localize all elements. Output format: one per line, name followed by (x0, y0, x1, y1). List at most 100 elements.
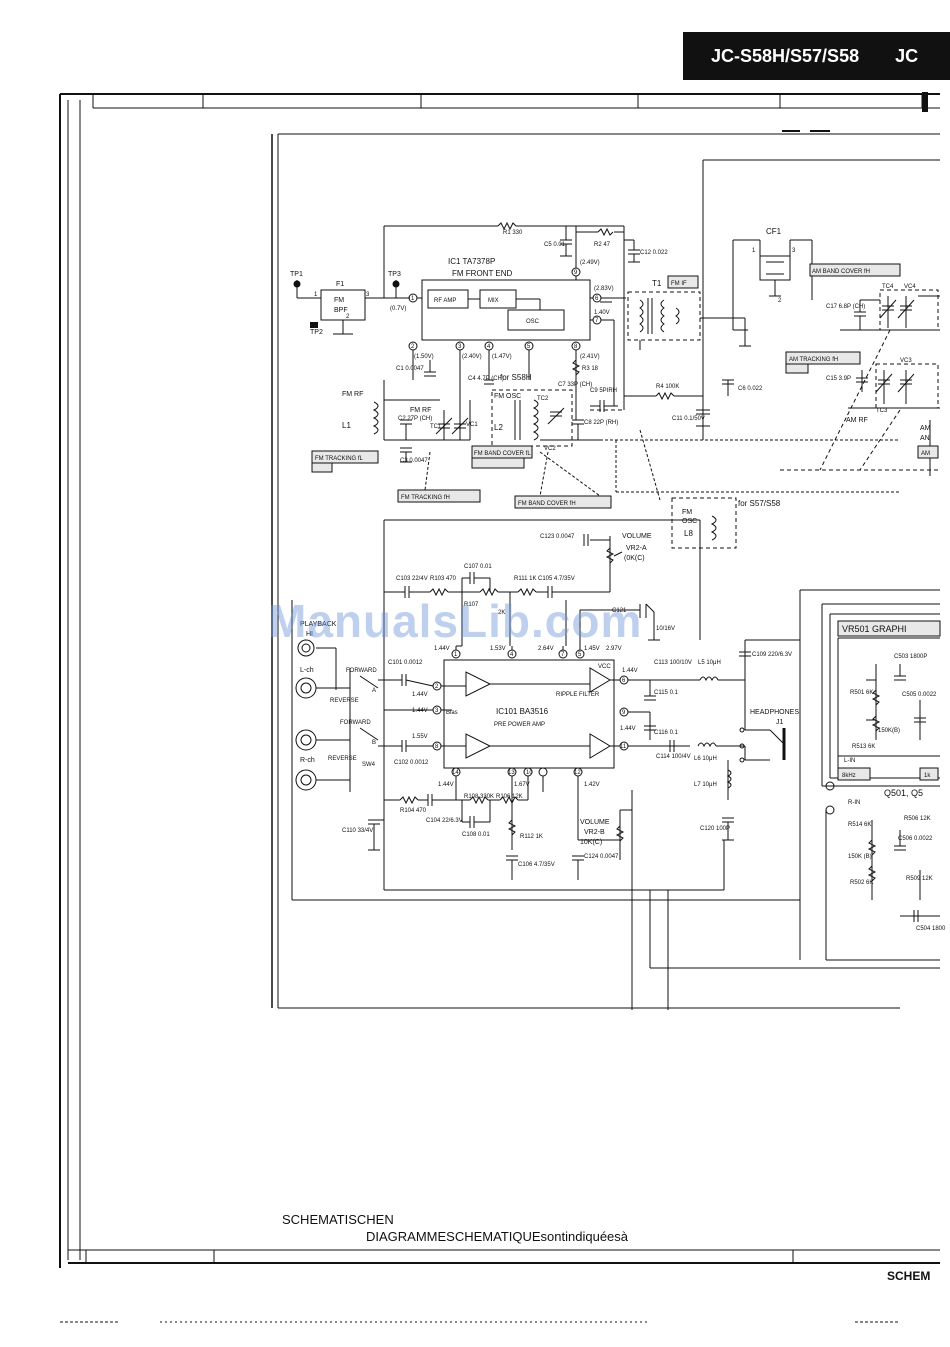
playback-rch: R-ch (300, 757, 315, 764)
fm-rf-label-2: FM RF (410, 407, 431, 414)
part-c5: C5 0.01 (544, 242, 566, 248)
tp2-label: TP2 (310, 329, 323, 336)
part-c6: C6 0.022 (738, 386, 763, 392)
am-vc4: VC4 (904, 284, 916, 290)
eq-c505: C505 0.0022 (902, 692, 937, 698)
headphones-ref: J1 (776, 719, 784, 726)
ic101-pin-10: 10 (526, 770, 533, 776)
tag-am-band-cover-fh: AM BAND COVER fH (812, 269, 870, 275)
ic1-block-osc: OSC (526, 319, 540, 325)
fm-osc-label: FM OSC (494, 393, 521, 400)
playback-title: PLAYBACK (300, 621, 337, 628)
ic101-pin-11: 11 (620, 744, 627, 750)
am-rf-label: AM RF (846, 417, 868, 424)
ic101-voltage-3: 1.44V (412, 708, 428, 714)
ic101-pin-9: 9 (622, 710, 626, 716)
ic1-block-mix: MIX (488, 298, 499, 304)
ic101-ref: IC101 BA3516 (496, 707, 549, 716)
part-r104: R104 470 (400, 808, 427, 814)
part-c3: C3 0.0047 (400, 458, 428, 464)
eq-c504: C504 1800 (916, 926, 946, 932)
footer-line-1: SCHEMATISCHEN (282, 1212, 394, 1227)
eq-transistors: Q501, Q5 (884, 788, 923, 798)
ic1-pin-8: 8 (574, 344, 578, 350)
ic1-block-rf-amp: RF AMP (434, 298, 456, 304)
filter-name-1: FM (334, 297, 344, 304)
ic101-pin-2: 2 (435, 684, 439, 690)
part-2k: 2K (498, 610, 505, 616)
part-c109: C109 220/6.3V (752, 652, 792, 658)
ic101-voltage-2: 1.44V (412, 692, 428, 698)
ic101-pin-6: 6 (622, 678, 626, 684)
cf1-pin-2: 2 (778, 298, 782, 304)
ic1-voltage-pin7: 1.40V (594, 310, 610, 316)
ic1-pin-9: 9 (574, 270, 578, 276)
part-c107: C107 0.01 (464, 564, 492, 570)
part-c1: C1 0.0047 (396, 366, 424, 372)
part-c123: C123 0.0047 (540, 534, 575, 540)
part-c11: C11 0.1/50V (672, 416, 705, 422)
part-c113: C113 100/10V (654, 660, 692, 666)
tag-fm-tracking-fl: FM TRACKING fL (315, 456, 364, 462)
ic1-voltage-pin1: (0.7V) (390, 306, 406, 312)
filter-pin-2: 2 (346, 314, 350, 320)
playback-forward-r: FORWARD (340, 720, 371, 726)
cf1-pin-1: 1 (752, 248, 756, 254)
am-label: AM (920, 425, 931, 432)
ic101-voltage-vcc: 2.97V (606, 646, 622, 652)
ic1-voltage-pin3: (2.40V) (462, 354, 482, 360)
ic1-pin-6: 6 (595, 296, 599, 302)
ic101-pin-1: 1 (454, 652, 458, 658)
an-label: AN (920, 435, 930, 442)
varicap-vc1: VC1 (466, 422, 478, 428)
part-c120: C120 100P (700, 826, 730, 832)
ic101-block-bias: Bias (446, 710, 458, 716)
ic101-title: PRE POWER AMP (494, 722, 545, 728)
ic101-pin-4: 4 (510, 652, 514, 658)
ic101-voltage-11: 1.44V (620, 726, 636, 732)
part-c124: C124 0.0047 (584, 854, 619, 860)
part-c7: C7 33P (CH) (558, 382, 592, 388)
playback-label-a: A (372, 688, 376, 694)
eq-pot-1: 150K(B) (878, 728, 900, 734)
filter-name-2: BPF (334, 307, 348, 314)
filter-pin-3: 3 (366, 292, 370, 298)
tp1-label: TP1 (290, 271, 303, 278)
cf1-pin-3: 3 (792, 248, 796, 254)
tag-fm-tracking-fh: FM TRACKING fH (401, 495, 450, 501)
part-c104: C104 22/6.3V (426, 818, 463, 824)
playback-forward-l: FORWARD (346, 668, 377, 674)
part-c110: C110 33/4V (342, 828, 373, 834)
inductor-l7: L7 10μH (694, 782, 717, 788)
model-number: JC-S58H/S57/S58 (711, 45, 860, 66)
playback-switch: SW4 (362, 762, 376, 768)
ic101-voltage-13: 1.67V (514, 782, 530, 788)
part-r3: R3 18 (582, 366, 599, 372)
part-c114: C114 100/4V (656, 754, 691, 760)
part-c116: C116 0.1 (654, 730, 679, 736)
transformer-t1: T1 (652, 279, 662, 288)
volume-a-ref: VR2-A (626, 545, 647, 552)
ic101-pin-7: 7 (561, 652, 565, 658)
ic101-pin-12: 12 (574, 770, 581, 776)
eq-title: VR501 GRAPHI (842, 624, 907, 634)
ic101-voltage-1: 1.44V (434, 646, 450, 652)
ic1-voltage-pin9: (2.49V) (580, 260, 600, 266)
footer-right-tag: SCHEM (887, 1269, 931, 1283)
ic101-pin-13: 13 (508, 770, 515, 776)
part-c9: C9 5PIRH (590, 388, 617, 394)
footer-line-2: DIAGRAMMESCHEMATIQUEsontindiquéesà (366, 1229, 629, 1244)
part-c12: C12 0.022 (640, 250, 668, 256)
coil-l2: L2 (494, 423, 503, 432)
filter-pin-1: 1 (314, 292, 318, 298)
tag-am-tracking-fh: AM TRACKING fH (789, 357, 838, 363)
ic1-voltage-pin2: (1.50V) (414, 354, 434, 360)
ic101-pin-3: 3 (435, 708, 439, 714)
part-r106: R106 12K (496, 794, 523, 800)
ic101-voltage-7: 2.64V (538, 646, 554, 652)
volume-a-value: (0K(C) (624, 555, 645, 562)
part-c108: C108 0.01 (462, 832, 490, 838)
am-c17: C17 6.8P (CH) (826, 304, 865, 310)
playback-lch: L-ch (300, 667, 314, 674)
